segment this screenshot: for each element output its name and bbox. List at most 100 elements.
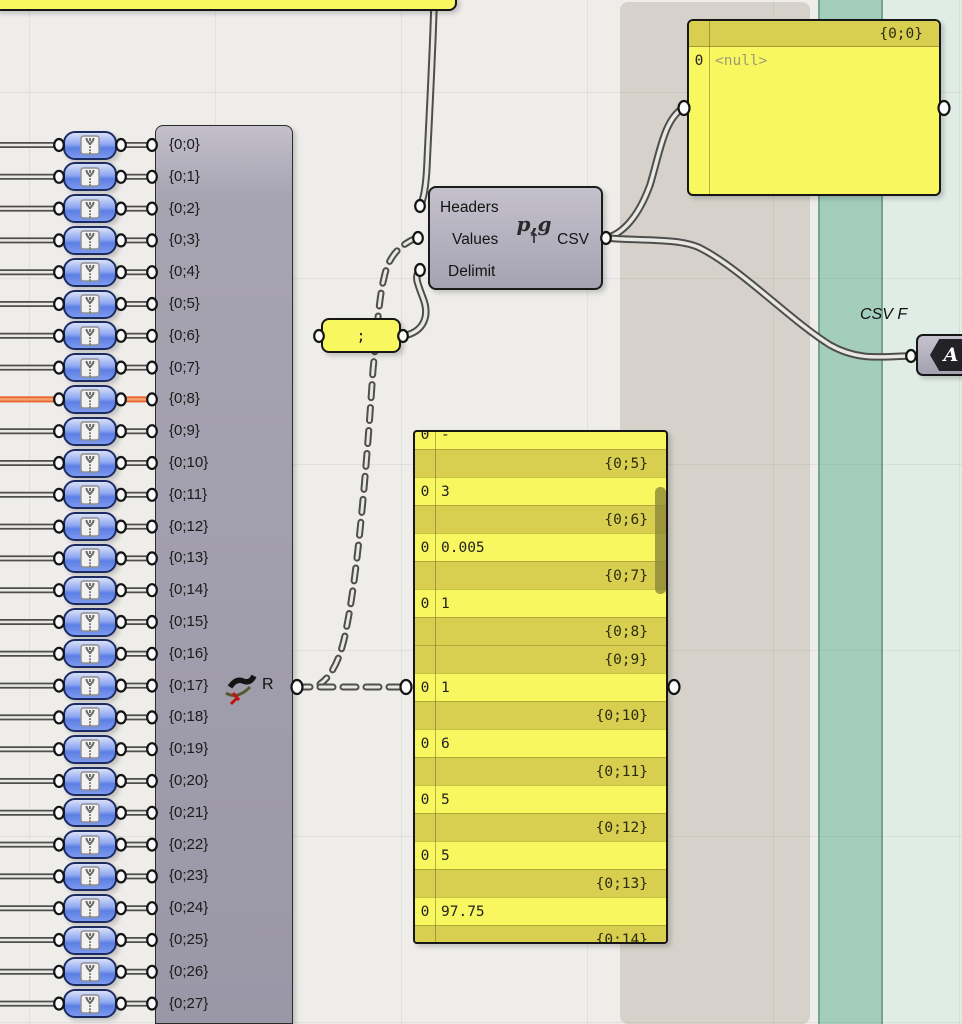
port[interactable]: [116, 425, 126, 437]
null-panel[interactable]: {0;0} 0 <null>: [687, 19, 941, 196]
entwine-input-26[interactable]: {0;26}: [169, 963, 208, 980]
port[interactable]: [116, 393, 126, 405]
merge-capsule-14[interactable]: [63, 576, 117, 605]
entwine-input-10[interactable]: {0;10}: [169, 454, 208, 471]
csv-input-values[interactable]: Values: [452, 231, 498, 249]
data-panel[interactable]: 0-{0;5}03{0;6}00.005{0;7}01{0;8}{0;9}01{…: [413, 430, 668, 944]
port[interactable]: [116, 552, 126, 564]
port[interactable]: [415, 200, 425, 212]
entwine-input-4[interactable]: {0;4}: [169, 263, 200, 280]
port[interactable]: [116, 584, 126, 596]
port[interactable]: [116, 266, 126, 278]
merge-capsule-1[interactable]: [63, 162, 117, 191]
merge-capsule-8[interactable]: [63, 385, 117, 414]
entwine-input-23[interactable]: {0;23}: [169, 867, 208, 884]
entwine-input-7[interactable]: {0;7}: [169, 359, 200, 376]
entwine-input-16[interactable]: {0;16}: [169, 645, 208, 662]
entwine-input-2[interactable]: {0;2}: [169, 200, 200, 217]
entwine-input-6[interactable]: {0;6}: [169, 327, 200, 344]
merge-capsule-5[interactable]: [63, 290, 117, 319]
port[interactable]: [116, 616, 126, 628]
port[interactable]: [116, 870, 126, 882]
entwine-input-15[interactable]: {0;15}: [169, 613, 208, 630]
port[interactable]: [116, 457, 126, 469]
csv-output-label[interactable]: CSV: [557, 231, 589, 249]
merge-capsule-18[interactable]: [63, 703, 117, 732]
entwine-input-27[interactable]: {0;27}: [169, 995, 208, 1012]
port[interactable]: [116, 489, 126, 501]
entwine-input-8[interactable]: {0;8}: [169, 390, 200, 407]
merge-capsule-2[interactable]: [63, 194, 117, 223]
entwine-input-14[interactable]: {0;14}: [169, 581, 208, 598]
entwine-input-21[interactable]: {0;21}: [169, 804, 208, 821]
entwine-input-13[interactable]: {0;13}: [169, 549, 208, 566]
csv-component[interactable]: Headers Values Delimit CSV p,g↑: [428, 186, 603, 290]
merge-capsule-19[interactable]: [63, 735, 117, 764]
merge-capsule-16[interactable]: [63, 639, 117, 668]
entwine-input-22[interactable]: {0;22}: [169, 836, 208, 853]
merge-capsule-15[interactable]: [63, 608, 117, 637]
entwine-input-11[interactable]: {0;11}: [169, 486, 207, 503]
csv-writer-component[interactable]: A: [916, 334, 962, 376]
entwine-input-0[interactable]: {0;0}: [169, 136, 200, 153]
entwine-input-19[interactable]: {0;19}: [169, 740, 208, 757]
merge-capsule-3[interactable]: [63, 226, 117, 255]
entwine-input-5[interactable]: {0;5}: [169, 295, 200, 312]
merge-capsule-20[interactable]: [63, 767, 117, 796]
merge-capsule-22[interactable]: [63, 830, 117, 859]
merge-capsule-24[interactable]: [63, 894, 117, 923]
delimiter-wire[interactable]: [403, 270, 426, 336]
entwine-to-values-wire-dashed[interactable]: [320, 238, 416, 684]
headers-wire[interactable]: [420, 6, 434, 206]
entwine-input-9[interactable]: {0;9}: [169, 422, 200, 439]
port[interactable]: [116, 234, 126, 246]
port[interactable]: [116, 680, 126, 692]
top-panel-edge[interactable]: [0, 0, 457, 11]
port[interactable]: [116, 648, 126, 660]
entwine-input-3[interactable]: {0;3}: [169, 231, 200, 248]
port[interactable]: [116, 521, 126, 533]
port[interactable]: [116, 839, 126, 851]
entwine-input-24[interactable]: {0;24}: [169, 899, 208, 916]
merge-capsule-27[interactable]: [63, 989, 117, 1018]
entwine-input-12[interactable]: {0;12}: [169, 518, 208, 535]
delimiter-panel[interactable]: ;: [321, 318, 401, 353]
port[interactable]: [116, 998, 126, 1010]
port[interactable]: [116, 362, 126, 374]
merge-capsule-9[interactable]: [63, 417, 117, 446]
merge-capsule-21[interactable]: [63, 798, 117, 827]
csv-input-delimit[interactable]: Delimit: [448, 263, 495, 281]
port[interactable]: [116, 775, 126, 787]
entwine-input-18[interactable]: {0;18}: [169, 708, 208, 725]
entwine-input-1[interactable]: {0;1}: [169, 168, 200, 185]
merge-capsule-4[interactable]: [63, 258, 117, 287]
port[interactable]: [116, 711, 126, 723]
merge-capsule-6[interactable]: [63, 321, 117, 350]
entwine-input-17[interactable]: {0;17}: [169, 677, 208, 694]
port[interactable]: [116, 171, 126, 183]
port[interactable]: [116, 139, 126, 151]
merge-capsule-7[interactable]: [63, 353, 117, 382]
entwine-component[interactable]: R {0;0}{0;1}{0;2}{0;3}{0;4}{0;5}{0;6}{0;…: [155, 125, 293, 1024]
merge-capsule-26[interactable]: [63, 957, 117, 986]
port[interactable]: [116, 966, 126, 978]
data-panel-scrollbar[interactable]: [655, 487, 666, 594]
port[interactable]: [116, 934, 126, 946]
csv-input-headers[interactable]: Headers: [440, 199, 499, 217]
entwine-input-20[interactable]: {0;20}: [169, 772, 208, 789]
merge-capsule-13[interactable]: [63, 544, 117, 573]
merge-capsule-11[interactable]: [63, 480, 117, 509]
port[interactable]: [116, 743, 126, 755]
port[interactable]: [116, 330, 126, 342]
merge-capsule-23[interactable]: [63, 862, 117, 891]
merge-capsule-0[interactable]: [63, 131, 117, 160]
merge-capsule-12[interactable]: [63, 512, 117, 541]
port[interactable]: [292, 680, 303, 694]
entwine-input-25[interactable]: {0;25}: [169, 931, 208, 948]
merge-capsule-25[interactable]: [63, 926, 117, 955]
port[interactable]: [401, 680, 412, 694]
port[interactable]: [116, 203, 126, 215]
merge-capsule-17[interactable]: [63, 671, 117, 700]
port[interactable]: [415, 264, 425, 276]
